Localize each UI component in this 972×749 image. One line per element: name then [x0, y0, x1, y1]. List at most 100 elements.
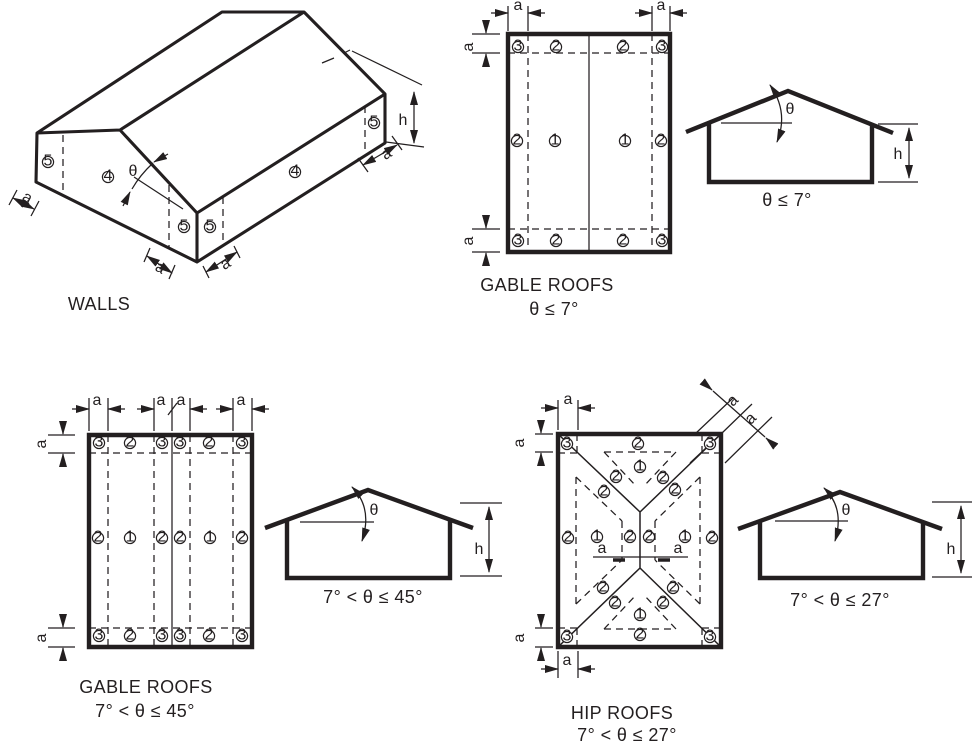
hip-extension-lines	[689, 397, 773, 464]
walls-figure: θ h a a a a 5 4 5 5 4 5 WALLS	[8, 10, 425, 314]
theta-arc	[131, 162, 154, 190]
h-extension-lines	[460, 502, 502, 577]
roof-plan-outline	[86, 432, 255, 650]
zone-circle: 2	[656, 469, 670, 486]
a-dim-arrow-bottom-right	[205, 251, 238, 273]
a-label: a	[93, 392, 102, 409]
zone-circle: 5	[177, 218, 191, 235]
zone-circle: 2	[549, 232, 563, 249]
zone-circle: 2	[123, 627, 137, 644]
zone-number: 5	[44, 153, 53, 170]
a-label-bottom-right: a	[217, 255, 233, 274]
zone-number: 2	[126, 627, 135, 644]
zone-circle: 2	[666, 579, 680, 596]
zone-circle: 5	[41, 153, 55, 170]
zone-number: 2	[671, 481, 680, 498]
zone-number: 2	[205, 627, 214, 644]
zone-circle: 1	[633, 458, 647, 475]
a-label: a	[674, 540, 683, 557]
hip-and-ridge-lines	[557, 433, 722, 648]
zone-circle: 2	[597, 483, 611, 500]
a-label-far-left: a	[19, 188, 35, 207]
zone-circle: 3	[235, 627, 249, 644]
zone-number: 3	[563, 435, 572, 452]
zone-circle: 3	[655, 232, 669, 249]
zone-circle: 2	[235, 529, 249, 546]
wall-lines	[284, 520, 453, 581]
h-extension-lines	[932, 501, 972, 578]
zone-circle: 3	[92, 434, 106, 451]
zone-circle: 3	[511, 232, 525, 249]
zone-number: 3	[158, 627, 167, 644]
zone-number: 2	[600, 483, 609, 500]
building-edges	[36, 10, 386, 262]
zone-number: 1	[621, 132, 630, 149]
zone-number: 2	[659, 469, 668, 486]
zone-circle: 4	[288, 163, 302, 180]
zone-circle: 2	[631, 435, 645, 452]
zone-circle: 3	[560, 435, 574, 452]
zone-number: 3	[95, 434, 104, 451]
zone-number: 1	[551, 132, 560, 149]
a-label: a	[514, 0, 523, 14]
zone-circle: 2	[609, 468, 623, 485]
zone-circle: 2	[633, 626, 647, 643]
gable-low-caption-2: θ ≤ 7°	[529, 299, 579, 319]
zone-number: 4	[291, 163, 300, 180]
a-label: a	[724, 391, 742, 409]
roof-plan-outline	[505, 31, 673, 255]
a-dim-arrow-far-left	[12, 197, 35, 210]
a-label: a	[157, 392, 166, 409]
zone-number: 2	[564, 529, 573, 546]
zone-number: 1	[126, 529, 135, 546]
zone-number: 2	[669, 579, 678, 596]
a-label: a	[598, 540, 607, 557]
diag-dim-arrow	[765, 437, 779, 450]
zone-number: 3	[95, 627, 104, 644]
gable-low-plan: a a a a 3 2 2 3 2 1 1 2 3 2 2 3 GABLE RO…	[460, 0, 687, 319]
a-label: a	[237, 392, 246, 409]
zone-number: 2	[708, 529, 717, 546]
zone-circle: 2	[173, 529, 187, 546]
zone-circle: 2	[616, 38, 630, 55]
zone-number: 5	[370, 114, 379, 131]
a-label: a	[564, 391, 573, 408]
a-dim-arrow-bottom-left	[146, 255, 173, 274]
a-dim-ticks-far-left	[8, 189, 40, 217]
theta-arc	[823, 487, 843, 542]
left-dim-ext	[48, 434, 75, 454]
zone-circle: 5	[203, 218, 217, 235]
a-label: a	[33, 439, 50, 448]
zone-circle: 2	[202, 434, 216, 451]
zone-circle: 2	[616, 232, 630, 249]
zone-circle: 2	[608, 594, 622, 611]
zone-number: 2	[552, 38, 561, 55]
top-dim-ticks	[507, 6, 671, 31]
h-label: h	[894, 146, 903, 163]
theta-label: θ	[370, 502, 379, 519]
zone-boundaries-dashed	[89, 435, 252, 647]
zone-number: 2	[552, 232, 561, 249]
ridge-break-dashes	[321, 49, 351, 64]
zone5-boundaries-dashed	[62, 106, 366, 247]
gable-low-elev-caption: θ ≤ 7°	[762, 190, 812, 210]
roof-lines	[685, 88, 894, 136]
hip-caption-2: 7° < θ ≤ 27°	[577, 725, 677, 745]
zone-number: 5	[180, 218, 189, 235]
zone-circle: 4	[101, 168, 115, 185]
zone-number: 1	[636, 458, 645, 475]
zone-circle: 3	[173, 627, 187, 644]
left-dim-ext	[48, 627, 75, 648]
zone-circle: 2	[155, 529, 169, 546]
a-label: a	[742, 409, 760, 427]
theta-arc	[351, 486, 370, 542]
zone-circle: 1	[590, 528, 604, 545]
zone-number: 3	[176, 434, 185, 451]
zone-number: 1	[636, 606, 645, 623]
h-label: h	[947, 541, 956, 558]
a-label: a	[657, 0, 666, 14]
a-label: a	[563, 652, 572, 669]
gable-low-caption-1: GABLE ROOFS	[480, 275, 613, 295]
zone-circle: 2	[561, 529, 575, 546]
